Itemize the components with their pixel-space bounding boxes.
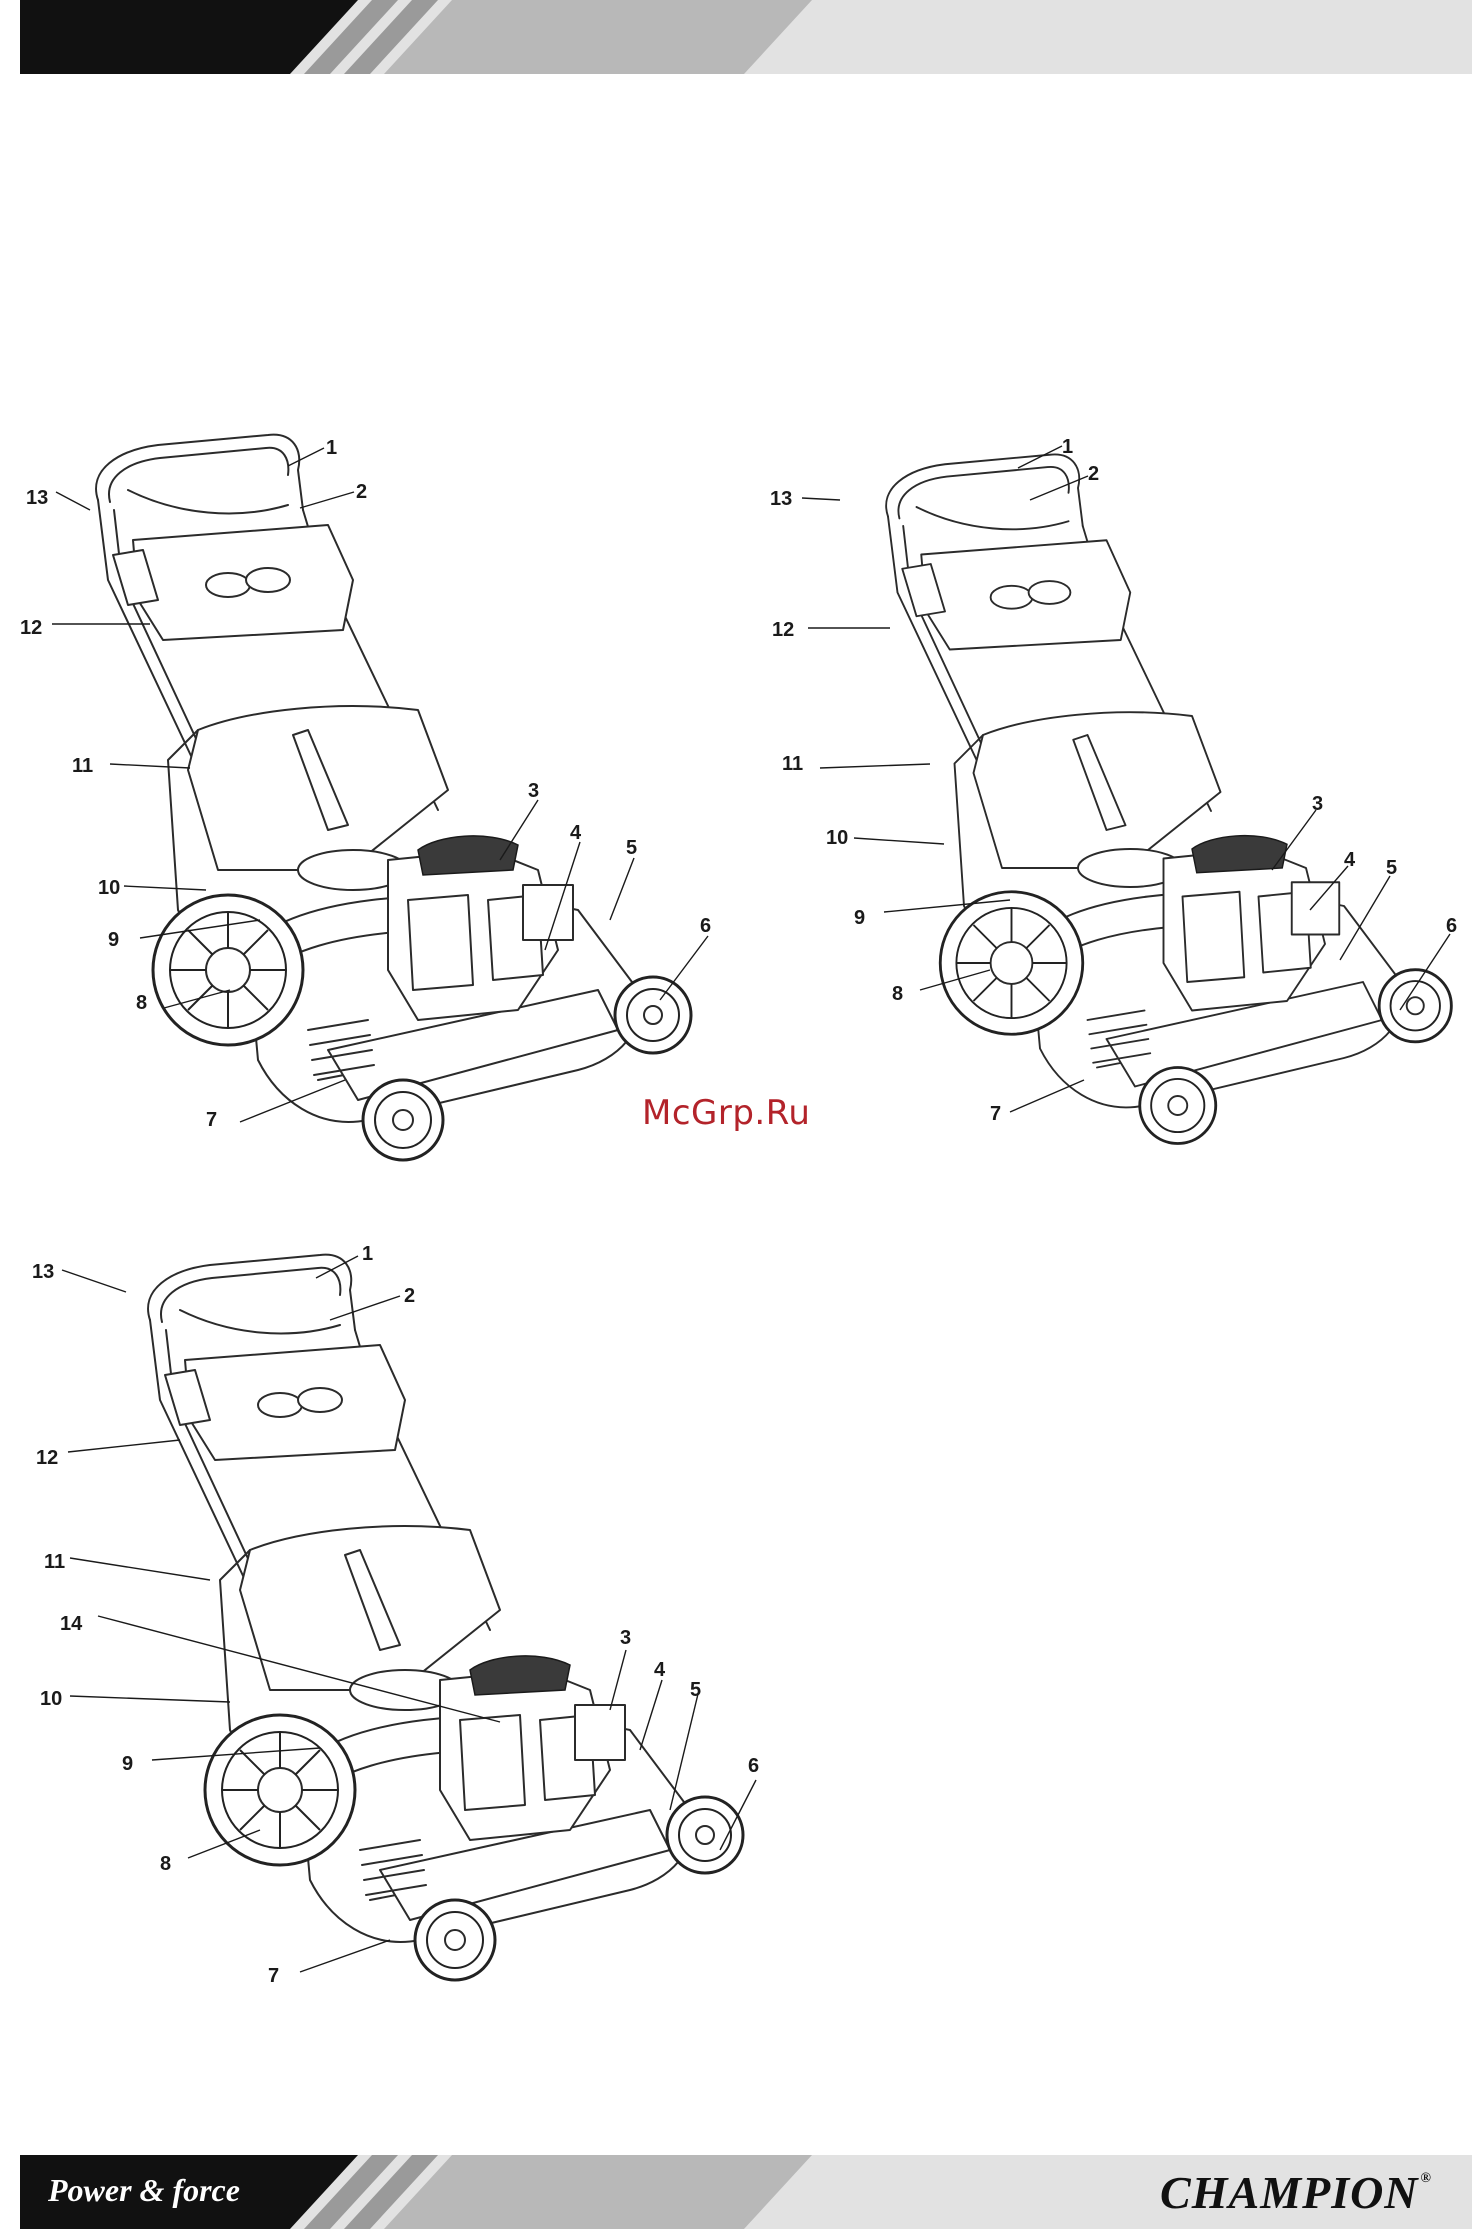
callout-12: 12	[20, 617, 42, 639]
callout-12: 12	[772, 619, 794, 641]
callout-8: 8	[160, 1853, 171, 1875]
callout-2: 2	[1088, 463, 1099, 485]
mower-figure-a: 1 2 3 4 5 6 7 8 9 10 11 12 13	[20, 435, 711, 1160]
callout-5: 5	[1386, 857, 1397, 879]
callout-2: 2	[404, 1285, 415, 1307]
callout-11: 11	[44, 1551, 65, 1573]
callout-3: 3	[620, 1627, 631, 1649]
callout-6: 6	[1446, 915, 1457, 937]
callout-9: 9	[122, 1753, 133, 1775]
callout-8: 8	[892, 983, 903, 1005]
callout-7: 7	[268, 1965, 279, 1987]
callout-7: 7	[990, 1103, 1001, 1125]
callout-1: 1	[326, 437, 337, 459]
callout-7: 7	[206, 1109, 217, 1131]
brand-logo: CHAMPION®	[1160, 2166, 1432, 2219]
callout-14: 14	[60, 1613, 83, 1635]
callout-4: 4	[570, 822, 582, 844]
callout-5: 5	[626, 837, 637, 859]
watermark: McGrp.Ru	[642, 1093, 810, 1133]
brand-name: CHAMPION	[1160, 2167, 1418, 2218]
footer-tagline: Power & force	[48, 2172, 240, 2209]
callout-6: 6	[700, 915, 711, 937]
callout-1: 1	[362, 1243, 373, 1265]
registered-mark: ®	[1421, 2171, 1432, 2186]
callout-11: 11	[72, 755, 93, 777]
callout-2: 2	[356, 481, 367, 503]
callout-1: 1	[1062, 436, 1073, 458]
callout-4: 4	[654, 1659, 666, 1681]
mower-figure-b: 1 2 3 4 5 6 7 8 9 10 11 12 13	[770, 436, 1457, 1144]
callout-10: 10	[40, 1688, 62, 1710]
mower-figure-c: 1 2 3 4 5 6 7 8 9 10 11 14 12 1	[32, 1243, 759, 1987]
callout-9: 9	[854, 907, 865, 929]
callout-9: 9	[108, 929, 119, 951]
callout-13: 13	[770, 488, 792, 510]
callout-13: 13	[32, 1261, 54, 1283]
callout-11: 11	[782, 753, 803, 775]
callout-8: 8	[136, 992, 147, 1014]
callout-3: 3	[528, 780, 539, 802]
callout-3: 3	[1312, 793, 1323, 815]
callout-12: 12	[36, 1447, 58, 1469]
callout-10: 10	[826, 827, 848, 849]
callout-5: 5	[690, 1679, 701, 1701]
callout-6: 6	[748, 1755, 759, 1777]
callout-13: 13	[26, 487, 48, 509]
callout-4: 4	[1344, 849, 1356, 871]
callout-10: 10	[98, 877, 120, 899]
